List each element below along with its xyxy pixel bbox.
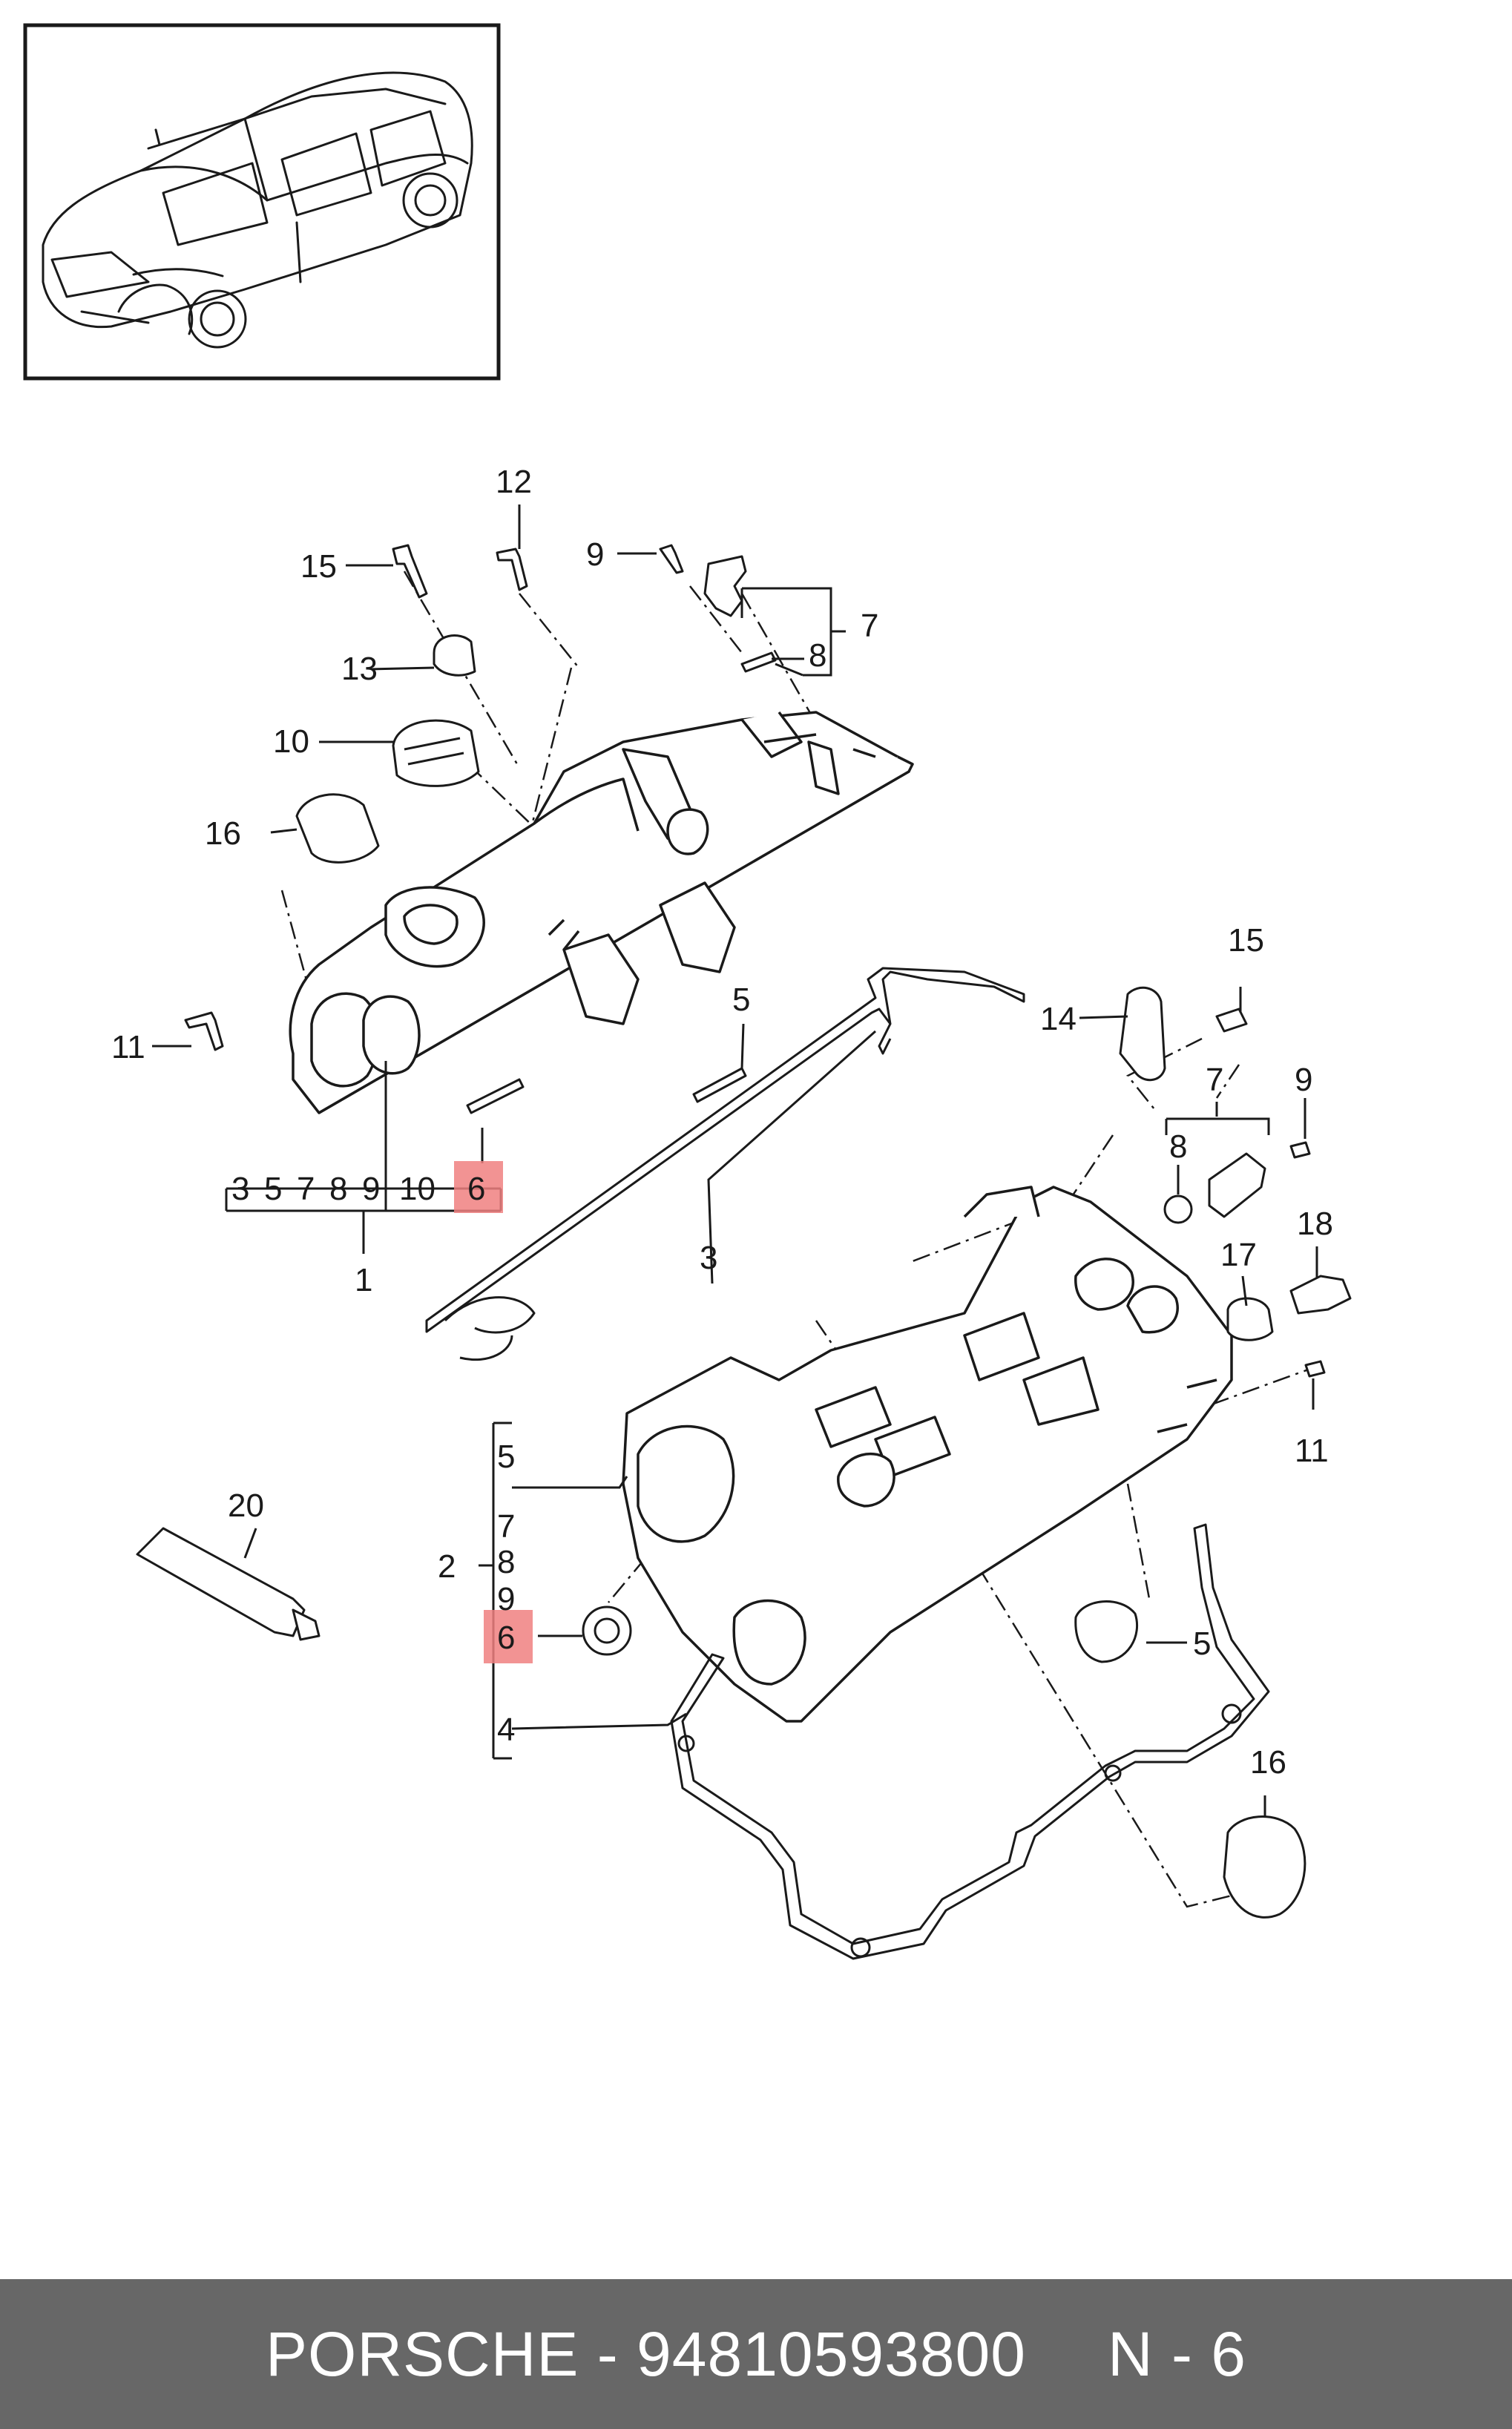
callout-6-upper: 6 <box>467 1171 485 1207</box>
seal-5-upper <box>692 1067 747 1103</box>
callout-7-set: 7 <box>297 1171 315 1207</box>
lower-gasket <box>670 1523 1270 1960</box>
cap-16-lower <box>1223 1815 1306 1919</box>
callout-8-set: 8 <box>329 1171 347 1207</box>
bolt-15-right <box>1215 1008 1248 1033</box>
callout-14: 14 <box>1040 1001 1077 1037</box>
callout-6-lower: 6 <box>497 1620 515 1656</box>
oring-8-right <box>1163 1194 1193 1224</box>
callout-15: 15 <box>300 548 337 585</box>
grommet-13 <box>433 634 476 677</box>
bracket-14 <box>1119 986 1166 1082</box>
callout-12: 12 <box>496 464 532 500</box>
callout-11-right: 11 <box>1295 1433 1329 1469</box>
callout-10-set: 10 <box>399 1171 435 1207</box>
callout-5: 5 <box>732 982 750 1018</box>
highlight-6-upper <box>454 1161 503 1213</box>
callout-7: 7 <box>861 608 878 644</box>
callout-7-right: 7 <box>1206 1062 1223 1098</box>
sensor-7-upper <box>703 555 747 617</box>
callout-9-kit: 9 <box>497 1581 515 1617</box>
callout-leaders <box>152 504 1318 1818</box>
callout-4: 4 <box>497 1712 515 1748</box>
bolt-15-upper <box>392 544 428 599</box>
callout-18: 18 <box>1297 1206 1333 1242</box>
callout-7-kit: 7 <box>497 1508 515 1545</box>
upper-valve-cover <box>289 711 914 1114</box>
bolt-11-upper <box>184 1011 224 1051</box>
callout-3-set: 3 <box>231 1171 249 1207</box>
screw-9-right <box>1289 1141 1311 1159</box>
valve-18 <box>1289 1275 1352 1315</box>
callout-13: 13 <box>341 651 378 687</box>
sensor-7-right <box>1208 1152 1266 1218</box>
grommet-17 <box>1226 1297 1274 1341</box>
callout-labels: 12 15 9 7 8 13 10 16 11 5 3 5 7 8 9 10 6… <box>111 464 1333 1781</box>
callout-16: 16 <box>205 815 241 852</box>
callout-20: 20 <box>228 1488 264 1524</box>
small-parts <box>136 544 1352 1919</box>
upper-gasket <box>425 967 1025 1361</box>
lower-valve-cover <box>622 1186 1233 1723</box>
callout-15-right: 15 <box>1228 922 1264 959</box>
callout-17: 17 <box>1220 1237 1257 1273</box>
callout-9: 9 <box>586 536 604 573</box>
oring-8-upper <box>740 651 777 673</box>
callout-10: 10 <box>273 723 309 760</box>
screw-12 <box>496 548 528 591</box>
highlight-6-lower <box>484 1610 533 1663</box>
part-number-footer: PORSCHE - 94810593800 N - 6 <box>0 2279 1512 2429</box>
cap-10 <box>392 719 480 787</box>
cap-16-upper <box>295 793 380 864</box>
callout-9-set: 9 <box>362 1171 380 1207</box>
diagram-position: N - 6 <box>1107 2318 1246 2389</box>
callout-8: 8 <box>809 637 826 674</box>
brand-part-number: PORSCHE - 94810593800 <box>266 2318 1026 2389</box>
seal-5-lower <box>1074 1600 1139 1663</box>
callout-1: 1 <box>355 1262 372 1298</box>
callout-9-right: 9 <box>1295 1062 1312 1098</box>
callout-16-lower: 16 <box>1250 1744 1286 1781</box>
callout-5-kit: 5 <box>497 1439 515 1475</box>
callout-5-lower: 5 <box>1193 1626 1211 1662</box>
callout-8-kit: 8 <box>497 1544 515 1580</box>
screw-9-upper <box>659 544 684 574</box>
bolt-11-right <box>1304 1360 1326 1378</box>
sealant-tube-20 <box>136 1527 306 1637</box>
callout-3: 3 <box>700 1240 717 1276</box>
callout-2: 2 <box>438 1548 456 1585</box>
callout-5-set: 5 <box>264 1171 282 1207</box>
callout-11: 11 <box>111 1029 145 1065</box>
vehicle-thumbnail <box>23 23 501 381</box>
callout-8-right: 8 <box>1169 1128 1187 1165</box>
seal-6-upper <box>466 1078 525 1114</box>
